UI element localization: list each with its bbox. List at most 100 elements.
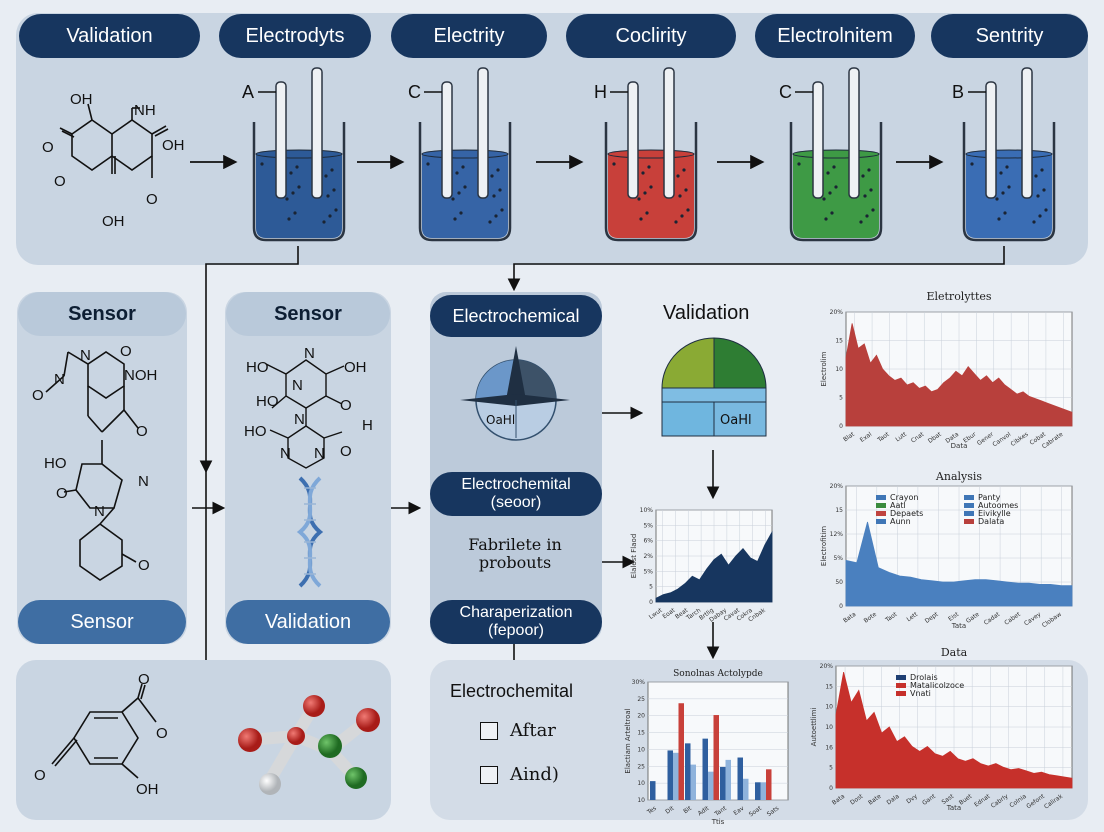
area-series: [845, 521, 1073, 607]
atom-label: OH: [136, 781, 159, 798]
checkbox-row-1[interactable]: Aftar: [480, 720, 556, 741]
y-tick-label: 0: [649, 599, 653, 606]
beaker-label: A: [242, 82, 254, 102]
y-tick-label: 5%: [833, 555, 843, 562]
beaker-icon: C: [779, 67, 883, 242]
top-panel: [16, 13, 1088, 265]
validation-title: Validation: [663, 302, 750, 324]
tab-coclirity[interactable]: Coclirity: [566, 14, 736, 58]
bubble: [322, 220, 326, 224]
x-tick-label: Taot: [884, 611, 899, 625]
atom-label: NH: [134, 102, 156, 119]
electrode-rod: [275, 81, 287, 199]
checkbox-icon[interactable]: [480, 765, 498, 784]
x-tick-label: Bata: [831, 793, 847, 807]
bubble: [293, 211, 297, 215]
chart-title: Sonolnas Actolypde: [673, 669, 763, 679]
x-tick-label: Eav: [732, 805, 745, 817]
x-tick-label: Clobaw: [1041, 611, 1063, 629]
validation-label: OaHl: [720, 413, 752, 428]
y-tick-label: 20: [637, 713, 645, 720]
checkbox-label: Aind): [510, 764, 559, 785]
bubble: [645, 211, 649, 215]
bubble: [859, 220, 863, 224]
bubble: [995, 197, 999, 201]
bubble: [324, 174, 328, 178]
bubble: [494, 214, 498, 218]
bar: [667, 750, 673, 800]
pill-line: (seoor): [490, 494, 542, 511]
bubble: [828, 191, 832, 195]
checkbox-icon[interactable]: [480, 721, 498, 740]
y-tick-label: 0: [839, 423, 843, 430]
atom-label: N: [294, 411, 305, 428]
beaker-glass: [789, 122, 883, 242]
electrochemital-sensor-pill[interactable]: Electrochemital (seoor): [430, 472, 602, 516]
legend-label: Aunn: [890, 517, 911, 526]
area-series: [835, 672, 1073, 789]
bubble: [488, 220, 492, 224]
beaker-glass: [604, 122, 698, 242]
legend-label: Aatl: [890, 501, 906, 510]
atom-label: N: [94, 503, 105, 520]
x-tick-label: Cavey: [1023, 611, 1043, 628]
bubble: [832, 165, 836, 169]
y-axis-label: Electrofitim: [820, 526, 828, 566]
atom-label: O: [136, 423, 148, 440]
legend-label: Drolais: [910, 673, 938, 682]
legend-swatch: [876, 519, 886, 524]
legend-swatch: [896, 683, 906, 688]
bar: [685, 743, 691, 800]
bubble: [682, 168, 686, 172]
x-tick-label: Cnat: [910, 431, 926, 445]
y-tick-label: 5%: [643, 522, 653, 529]
y-tick-label: 15: [825, 683, 833, 690]
atom-label: N: [80, 347, 91, 364]
bubble: [260, 162, 264, 166]
bubble: [824, 217, 828, 221]
x-tick-label: Dit: [664, 805, 676, 816]
tab-sentrity[interactable]: Sentrity: [931, 14, 1088, 58]
x-axis-label: Ttis: [711, 818, 725, 826]
bar: [713, 715, 719, 800]
tab-electrolnitem[interactable]: Electrolnitem: [755, 14, 915, 58]
bubble: [867, 168, 871, 172]
bar: [702, 738, 708, 800]
bubble: [830, 211, 834, 215]
atom-label: N: [138, 473, 149, 490]
legend-swatch: [964, 519, 974, 524]
y-tick-label: 15: [637, 730, 645, 737]
legend-label: Crayon: [890, 493, 918, 502]
atom-label: OH: [70, 91, 93, 108]
beaker-label: C: [408, 82, 421, 102]
y-axis-label: Elactiam Arteltroal: [624, 708, 632, 773]
tab-validation[interactable]: Validation: [19, 14, 200, 58]
sensor-left-footer[interactable]: Sensor: [18, 600, 186, 644]
bubble: [637, 197, 641, 201]
bubble: [970, 162, 974, 166]
electrode-rod: [477, 67, 489, 199]
x-tick-label: Dept: [924, 611, 940, 625]
beaker-icon: A: [242, 67, 346, 242]
x-tick-label: Bit: [682, 805, 693, 816]
bubble: [612, 162, 616, 166]
atom-label: HO: [256, 393, 279, 410]
electrochemical-pill[interactable]: Electrochemical: [430, 295, 602, 337]
sensor-mid-footer[interactable]: Validation: [226, 600, 390, 644]
tab-electrity[interactable]: Electrity: [391, 14, 547, 58]
x-tick-label: Gefont: [1025, 793, 1046, 811]
tab-electrodyts[interactable]: Electrodyts: [219, 14, 371, 58]
atom-label: N: [280, 445, 291, 462]
x-tick-label: Soat: [748, 805, 764, 819]
checkbox-row-2[interactable]: Aind): [480, 764, 559, 785]
atom-label: O: [54, 173, 66, 190]
x-tick-label: Gant: [921, 793, 937, 807]
bubble: [1042, 188, 1046, 192]
bubble: [1034, 174, 1038, 178]
bubble: [680, 214, 684, 218]
electrode-rod: [627, 81, 639, 199]
electrochemital-bottom-title: Electrochemital: [450, 681, 574, 701]
bar: [760, 782, 766, 800]
charaperization-pill[interactable]: Charaperization (fepoor): [430, 600, 602, 644]
